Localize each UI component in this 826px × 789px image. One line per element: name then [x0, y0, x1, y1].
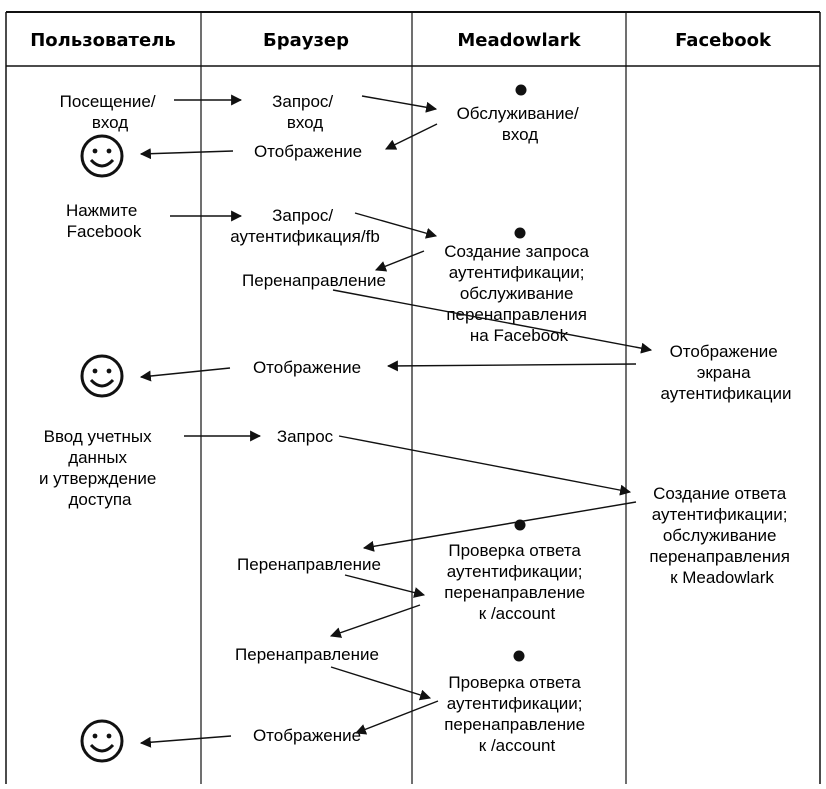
arrow-facebook-to-display-2 — [386, 360, 637, 372]
browser-display-2-label: Отображение — [253, 358, 361, 377]
arrow-verify-to-redirect-3 — [329, 604, 421, 638]
browser-request-label: Запрос — [277, 427, 334, 446]
header-facebook: Facebook — [675, 30, 772, 51]
arrow-serve-to-display — [385, 123, 438, 150]
facebook-create-response-label: Создание ответа аутентификации; обслужив… — [649, 484, 794, 587]
browser-display-3-label: Отображение — [253, 726, 361, 745]
arrow-redirect-to-facebook — [332, 289, 653, 354]
arrow-facebook-to-redirect-2 — [362, 501, 637, 552]
arrow-verify-2-to-display-3 — [354, 700, 439, 735]
smiley-icon — [80, 354, 124, 398]
user-credentials-label: Ввод учетных данных и утверждение доступ… — [39, 427, 161, 509]
arrow-display-to-user-2 — [139, 367, 231, 382]
step-2-marker — [514, 227, 526, 239]
arrow-request-to-serve — [361, 95, 438, 113]
browser-redirect-3-label: Перенаправление — [235, 645, 379, 664]
arrow-create-to-redirect — [374, 250, 425, 272]
meadowlark-serve-login-label: Обслуживание/ вход — [457, 104, 584, 144]
arrow-display-to-user-1 — [139, 148, 234, 160]
arrow-display-to-user-3 — [139, 735, 232, 748]
browser-display-1-label: Отображение — [254, 142, 362, 161]
meadowlark-create-auth-label: Создание запроса аутентификации; обслужи… — [444, 242, 593, 345]
step-4-marker — [513, 650, 525, 662]
smiley-icon — [80, 719, 124, 763]
user-visit-label: Посещение/ вход — [60, 92, 161, 132]
browser-request-login-label: Запрос/ вход — [272, 92, 338, 132]
swimlane-grid — [5, 5, 821, 784]
browser-request-auth-label: Запрос/ аутентификация/fb — [230, 206, 380, 246]
meadowlark-verify-2-label: Проверка ответа аутентификации; перенапр… — [444, 673, 590, 755]
user-click-facebook-label: Нажмите Facebook — [66, 201, 142, 241]
arrow-request-to-facebook — [338, 435, 632, 496]
flow-arrows — [139, 94, 653, 748]
step-1-marker — [515, 84, 527, 96]
header-meadowlark: Meadowlark — [457, 30, 581, 51]
browser-redirect-2-label: Перенаправление — [237, 555, 381, 574]
facebook-show-auth-label: Отображение экрана аутентификации — [661, 342, 792, 403]
arrow-redirect-2-to-verify — [344, 574, 426, 598]
arrow-redirect-3-to-verify-2 — [330, 666, 432, 701]
arrow-request-auth-to-create — [354, 212, 438, 239]
browser-redirect-1-label: Перенаправление — [242, 271, 386, 290]
header-user: Пользователь — [30, 30, 176, 51]
smiley-icon — [80, 134, 124, 178]
meadowlark-verify-1-label: Проверка ответа аутентификации; перенапр… — [444, 541, 590, 623]
header-browser: Браузер — [263, 30, 349, 51]
